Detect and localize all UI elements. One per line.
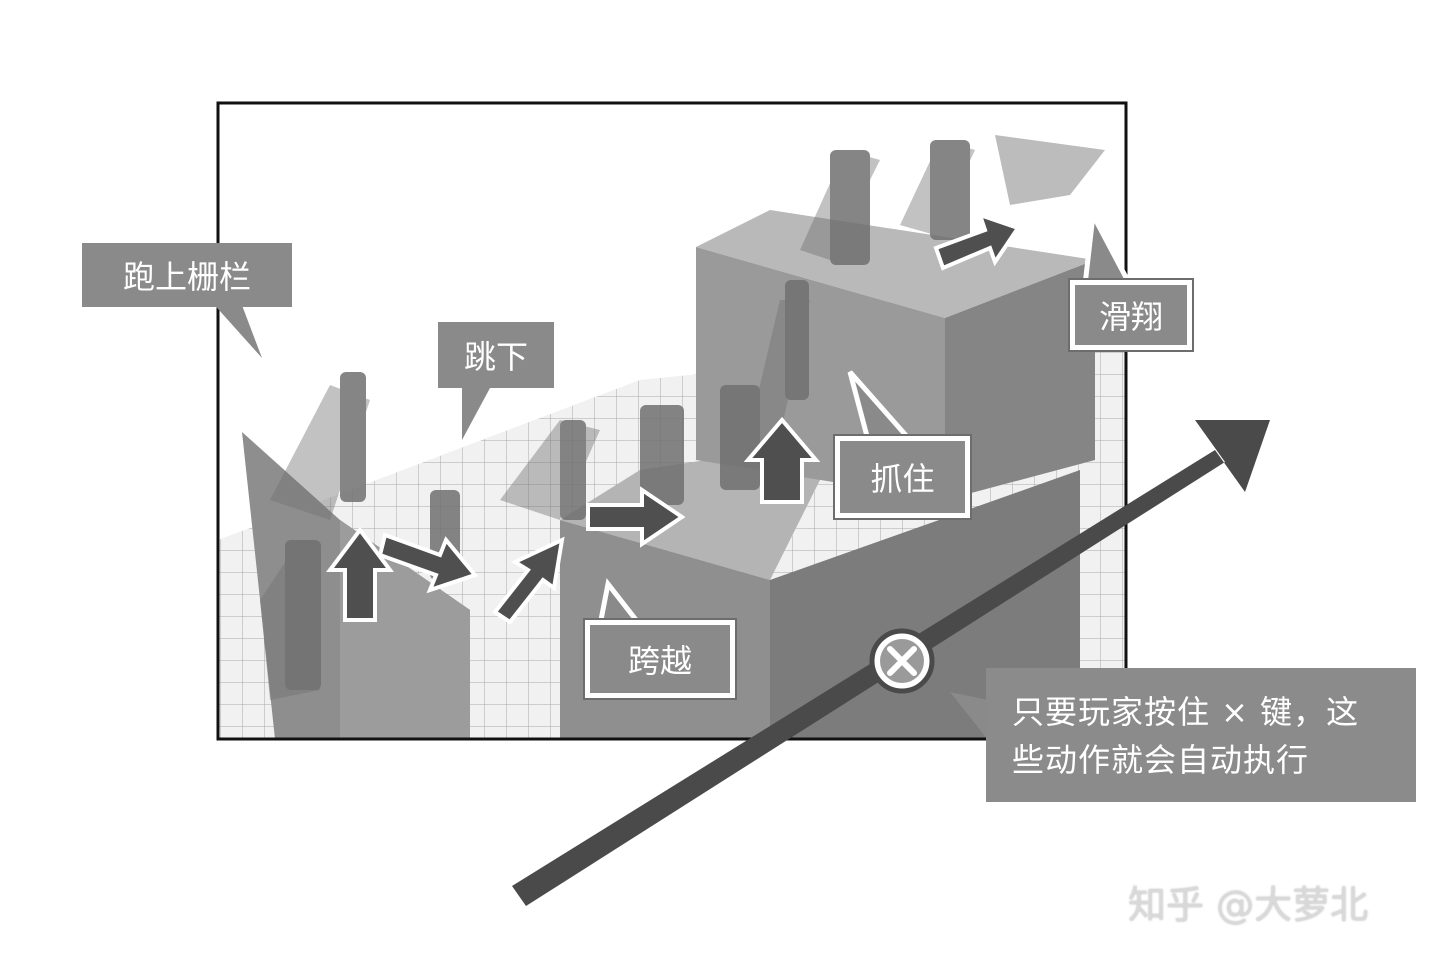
x-button-icon (869, 628, 935, 694)
arrow-right-2 (586, 486, 686, 548)
tail-jump-down (462, 388, 490, 440)
tall-block-side (945, 260, 1095, 500)
arrow-right-1 (377, 532, 479, 594)
tall-block-top (696, 210, 1095, 318)
callout-tails (210, 206, 1135, 740)
tail-note (950, 692, 988, 740)
arrow-diag-1 (492, 536, 565, 625)
arrow-up-1 (326, 526, 394, 622)
label-run-up-fence: 跑上栅栏 (82, 243, 292, 307)
arrow-right-3 (933, 211, 1022, 271)
instruction-note-line2: 些动作就会自动执行 (1012, 741, 1310, 779)
label-grab: 抓住 (835, 436, 970, 518)
action-arrows (326, 211, 1022, 625)
label-vault: 跨越 (585, 620, 735, 698)
arrow-up-2 (743, 416, 821, 504)
instruction-note: 只要玩家按住 × 键，这 些动作就会自动执行 (986, 668, 1416, 802)
label-jump-down: 跳下 (438, 322, 554, 388)
tail-run-up (210, 300, 262, 358)
watermark: 知乎 @大萝北 (1128, 883, 1369, 927)
label-glide: 滑翔 (1070, 280, 1192, 350)
instruction-note-line1: 只要玩家按住 × 键，这 (1012, 693, 1360, 731)
scene-frame (216, 101, 1128, 741)
